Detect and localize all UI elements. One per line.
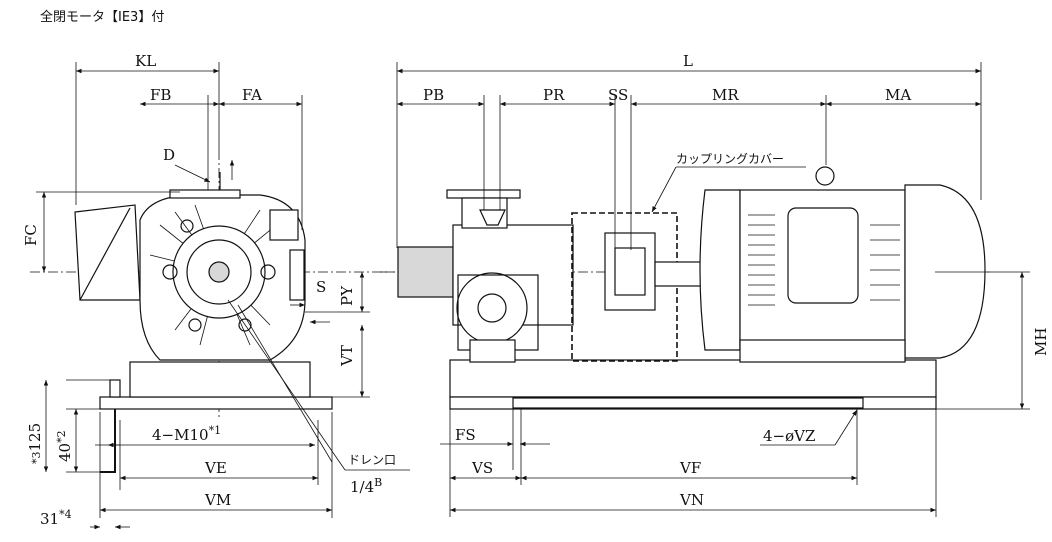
dim-FC: FC (22, 224, 40, 246)
drain-label: ドレン口 (348, 453, 396, 467)
dim-FB: FB (150, 86, 171, 104)
dim-FS: FS (455, 426, 476, 444)
mount-bolt-note: *1 (209, 424, 222, 437)
dim-S: S (316, 278, 326, 296)
front-view: L PB PR SS MR MA カップリングカバー MH FS (380, 52, 1050, 517)
dim-KL: KL (135, 52, 156, 70)
dim-MA: MA (885, 86, 911, 104)
dim-FA: FA (242, 86, 262, 104)
svg-text:1/4B: 1/4B (350, 476, 382, 496)
dim-40: 40 (56, 443, 74, 462)
holes-label: 4−øVZ (763, 427, 815, 445)
svg-text:31*4: 31*4 (40, 508, 72, 528)
mount-bolt: 4−M10 (152, 426, 209, 444)
page-title: 全閉モータ【IE3】付 (40, 10, 165, 25)
drain-size-note: B (374, 476, 382, 489)
note-125: *3 (30, 452, 43, 465)
coupling-cover-label: カップリングカバー (676, 152, 784, 166)
dim-MH: MH (1032, 328, 1050, 356)
dim-31: 31 (40, 510, 59, 528)
dim-L: L (683, 52, 693, 70)
svg-text:4−M10*1: 4−M10*1 (152, 424, 221, 444)
drain-size: 1/4 (350, 478, 374, 496)
dim-VF: VF (679, 459, 701, 477)
dim-125: 125 (26, 423, 44, 452)
dim-PY: PY (338, 285, 356, 306)
dim-PB: PB (423, 86, 444, 104)
note-31: *4 (59, 508, 72, 521)
dim-VS: VS (471, 459, 493, 477)
dim-VM: VM (204, 491, 231, 509)
note-40: *2 (55, 430, 68, 443)
side-view: KL FB FA D FC S PY VT *3125 40*2 (22, 52, 410, 530)
dim-MR: MR (712, 86, 739, 104)
dim-D: D (163, 146, 175, 164)
dim-VT: VT (338, 345, 356, 367)
dim-PR: PR (543, 86, 565, 104)
svg-text:40*2: 40*2 (55, 430, 74, 462)
svg-text:*3125: *3125 (26, 423, 44, 464)
dim-VN: VN (679, 491, 704, 509)
dim-SS: SS (608, 86, 628, 104)
dim-VE: VE (204, 459, 227, 477)
